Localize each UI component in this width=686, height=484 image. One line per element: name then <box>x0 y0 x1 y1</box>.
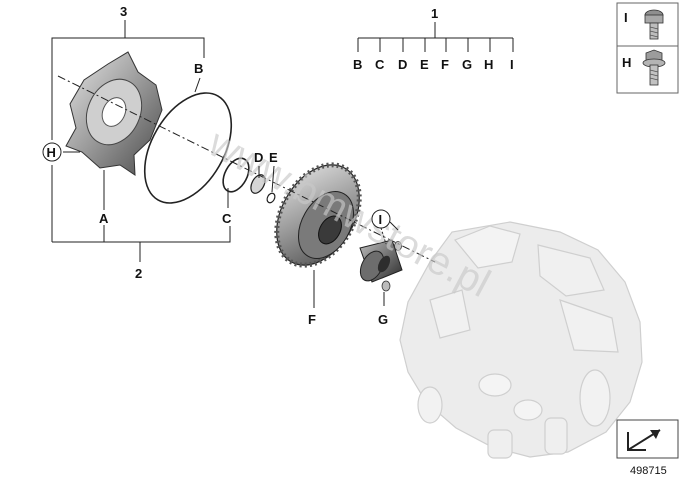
callout-3: 3 <box>120 4 127 19</box>
direction-arrow-box <box>616 419 679 459</box>
group1-label-g: G <box>462 57 472 72</box>
callout-1: 1 <box>431 6 438 21</box>
group1-label-f: F <box>441 57 449 72</box>
part-e-washer <box>266 192 276 204</box>
part-g-hub <box>359 239 403 292</box>
reference-number: 498715 <box>630 465 667 477</box>
callout-i: I <box>379 212 383 227</box>
part-a-cover <box>65 51 163 176</box>
group1-label-d: D <box>398 57 407 72</box>
bolt-icon <box>644 9 664 40</box>
group1-label-i: I <box>510 57 514 72</box>
callout-e: E <box>269 150 278 165</box>
legend-label-h: H <box>622 55 631 70</box>
watermark-text: www.bmwstore.pl <box>201 121 497 306</box>
callout-d: D <box>254 150 263 165</box>
group1-label-e: E <box>420 57 429 72</box>
group1-label-h: H <box>484 57 493 72</box>
bracket-group-1 <box>357 22 514 52</box>
hex-flange-bolt-icon <box>642 49 666 86</box>
bracket-group-2 <box>52 170 231 262</box>
bracket-group-3 <box>42 20 205 242</box>
group1-label-b: B <box>353 57 362 72</box>
callout-b: B <box>194 61 203 76</box>
callout-a: A <box>99 211 109 226</box>
transmission-housing <box>399 221 643 459</box>
callout-g: G <box>378 312 388 327</box>
part-b-oring <box>143 92 233 204</box>
legend-label-i: I <box>624 10 628 25</box>
callout-2: 2 <box>135 266 142 281</box>
callout-c: C <box>222 211 232 226</box>
part-f-gear <box>274 162 362 268</box>
part-d-spacer <box>250 174 266 194</box>
group1-label-c: C <box>375 57 385 72</box>
callout-f: F <box>308 312 316 327</box>
centre-axis <box>57 75 436 263</box>
callout-h: H <box>47 145 56 160</box>
fastener-legend: I H <box>616 2 679 94</box>
